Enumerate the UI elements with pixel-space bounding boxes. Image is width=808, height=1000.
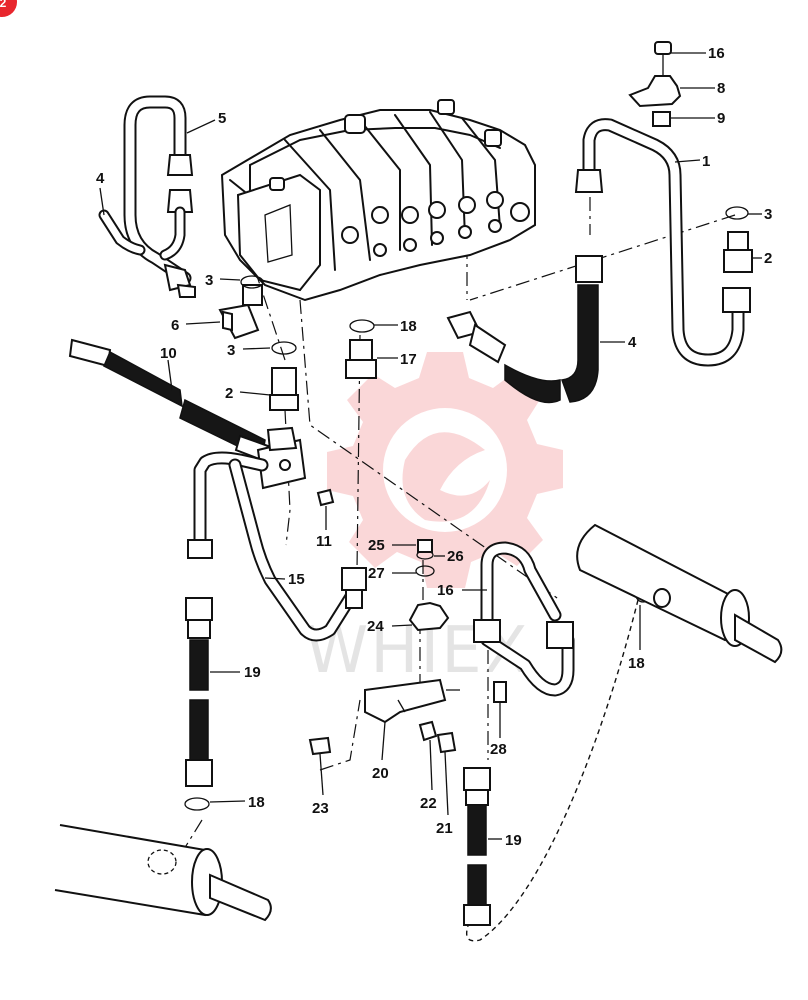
hose-part-19-left xyxy=(185,597,213,787)
callout-23: 23 xyxy=(312,800,329,817)
watermark-logo xyxy=(327,352,563,588)
callout-2-right: 2 xyxy=(764,250,772,267)
callout-4-right: 4 xyxy=(628,334,637,351)
tube-part-4-left xyxy=(98,209,146,256)
clamp-parts-8-9-10 xyxy=(628,41,682,127)
tube-part-16 xyxy=(473,541,575,697)
callout-9: 9 xyxy=(717,110,725,127)
callout-3-right: 3 xyxy=(764,206,772,223)
callout-19-right: 19 xyxy=(505,832,522,849)
callout-16: 16 xyxy=(437,582,454,599)
callout-6: 6 xyxy=(171,317,179,334)
leader-lines xyxy=(99,52,762,840)
callout-19-left: 19 xyxy=(244,664,261,681)
callout-25: 25 xyxy=(368,537,385,554)
hose-part-19-right xyxy=(463,767,491,926)
tube-part-5 xyxy=(123,95,196,298)
callout-24: 24 xyxy=(367,618,384,635)
callout-11: 10 xyxy=(160,345,177,362)
elbow-part-6 xyxy=(218,284,263,340)
callout-3-left: 3 xyxy=(205,272,213,289)
corner-badge: 2 xyxy=(0,0,17,17)
callout-21: 21 xyxy=(436,820,453,837)
tee-block-part-12 xyxy=(256,426,335,507)
callout-20: 20 xyxy=(372,765,389,782)
tube-part-1 xyxy=(574,118,751,367)
callout-4-left: 4 xyxy=(96,170,105,187)
control-valve-assembly xyxy=(220,99,536,302)
callout-8: 8 xyxy=(717,80,725,97)
callout-15: 15 xyxy=(288,571,305,588)
callout-labels: 16 8 9 1 3 2 4 5 4 3 6 3 18 17 10 2 11 2… xyxy=(96,45,772,849)
fitting-part-17 xyxy=(345,339,377,379)
callout-22: 22 xyxy=(420,795,437,812)
callout-18-top: 18 xyxy=(400,318,417,335)
callout-3-center: 3 xyxy=(227,342,235,359)
callout-28: 28 xyxy=(490,741,507,758)
hose-part-4-right xyxy=(446,255,603,404)
callout-26: 26 xyxy=(447,548,464,565)
callout-18-left: 18 xyxy=(248,794,265,811)
callout-17: 17 xyxy=(400,351,417,368)
callout-5: 5 xyxy=(218,110,226,127)
fitting-part-2-right xyxy=(723,231,753,273)
callout-2-center: 2 xyxy=(225,385,233,402)
callout-27: 27 xyxy=(368,565,385,582)
hose-part-11 xyxy=(68,338,270,462)
bracket-parts-20-24 xyxy=(308,539,507,756)
callout-12: 11 xyxy=(316,533,332,550)
corner-badge-text: 2 xyxy=(0,0,7,10)
fitting-part-2-center xyxy=(269,367,299,411)
tube-part-15 xyxy=(187,451,367,642)
callout-10: 16 xyxy=(708,45,725,62)
cylinder-left xyxy=(54,824,272,922)
callout-18-right: 18 xyxy=(628,655,645,672)
cylinder-right xyxy=(576,523,783,664)
callout-1: 1 xyxy=(702,153,710,170)
